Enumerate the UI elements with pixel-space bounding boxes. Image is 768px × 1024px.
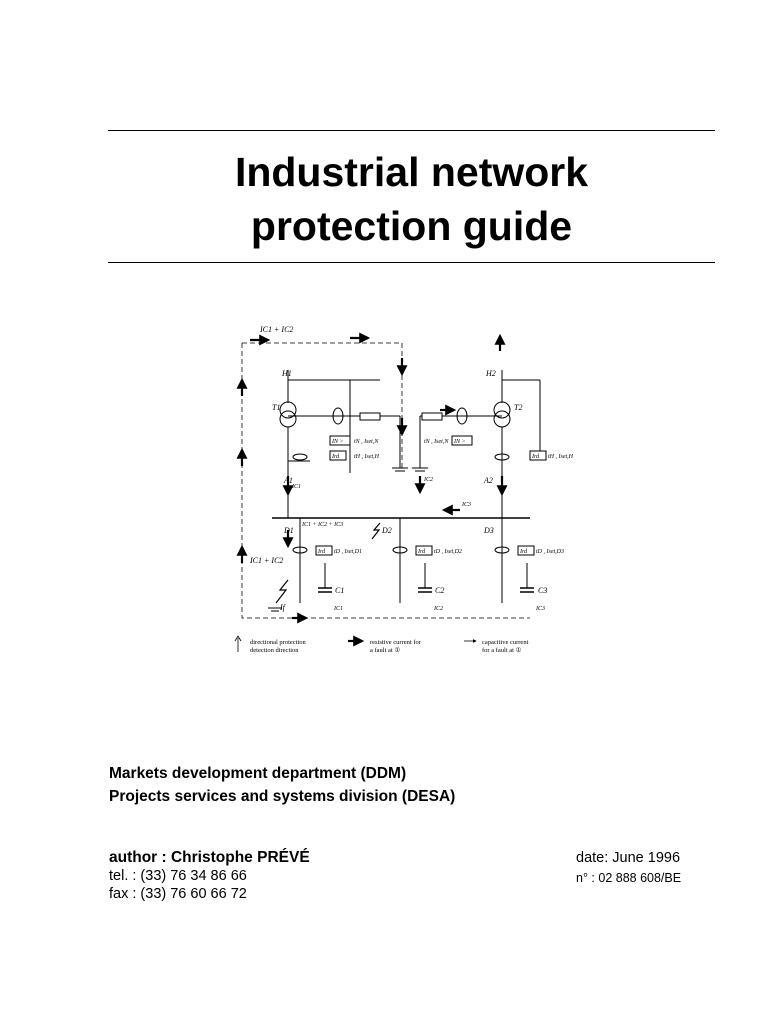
svg-text:Ird: Ird	[331, 454, 340, 460]
svg-text:tD , Iset,D1: tD , Iset,D1	[334, 549, 362, 555]
svg-text:tD , Iset,D2: tD , Iset,D2	[434, 549, 462, 555]
svg-text:for a fault at ①: for a fault at ①	[482, 646, 522, 654]
division-line: Projects services and systems division (…	[109, 788, 456, 805]
author-fax: fax : (33) 76 60 66 72	[109, 886, 247, 902]
svg-text:tN , Iset,N: tN , Iset,N	[424, 439, 449, 445]
protection-diagram: IC1 + IC2 IC1 + IC2 If IC1 + IC2 + IC3 H…	[234, 325, 574, 654]
bottom-rule	[108, 262, 715, 263]
relay-ird-2	[529, 450, 547, 461]
fault-current-label: If	[279, 603, 287, 612]
svg-text:IC1: IC1	[291, 484, 301, 490]
svg-text:a fault at ①: a fault at ①	[370, 646, 400, 654]
svg-text:tN , Iset,N: tN , Iset,N	[354, 439, 379, 445]
top-current-label: IC1 + IC2	[259, 325, 293, 334]
svg-text:T2: T2	[514, 403, 522, 412]
svg-text:capacitive current: capacitive current	[482, 639, 529, 646]
svg-text:A2: A2	[483, 476, 493, 485]
svg-text:resistive current for: resistive current for	[370, 639, 422, 646]
page-title-line-1: Industrial network	[234, 149, 589, 195]
svg-text:tD , Iset,D3: tD , Iset,D3	[536, 549, 564, 555]
document-reference: n° : 02 888 608/BE	[576, 871, 682, 885]
svg-text:IN >: IN >	[453, 439, 466, 445]
relay-ird-1	[329, 450, 347, 461]
svg-text:IC2: IC2	[423, 477, 433, 483]
svg-text:IC1: IC1	[333, 606, 343, 612]
svg-text:D1: D1	[283, 526, 294, 535]
svg-text:C3: C3	[538, 586, 547, 595]
relay-in-2	[451, 435, 473, 446]
svg-text:H1: H1	[281, 369, 292, 378]
relay-ird-d2	[415, 545, 433, 556]
svg-text:IN >: IN >	[331, 439, 344, 445]
svg-text:C2: C2	[435, 586, 444, 595]
svg-text:IC3: IC3	[461, 502, 471, 508]
document-date: date: June 1996	[576, 850, 681, 866]
relay-ird-d3	[517, 545, 535, 556]
svg-text:Ird: Ird	[531, 454, 540, 460]
svg-text:detection direction: detection direction	[250, 647, 299, 654]
diagram-legend: directional protection detection directi…	[234, 635, 529, 654]
svg-text:directional protection: directional protection	[250, 639, 307, 646]
svg-text:tH , Iset,H: tH , Iset,H	[354, 454, 380, 460]
svg-text:Ird: Ird	[317, 549, 326, 555]
svg-text:T1: T1	[272, 403, 280, 412]
svg-text:H2: H2	[485, 369, 496, 378]
svg-text:Ird: Ird	[519, 549, 528, 555]
svg-text:A1: A1	[283, 476, 293, 485]
author-tel: tel. : (33) 76 34 86 66	[109, 868, 247, 884]
svg-text:Ird: Ird	[417, 549, 426, 555]
left-current-label: IC1 + IC2	[249, 556, 283, 565]
department-line: Markets development department (DDM)	[109, 765, 407, 782]
svg-text:D2: D2	[381, 526, 392, 535]
author-name: author : Christophe PRÉVÉ	[109, 849, 310, 866]
page-title-line-2: protection guide	[250, 203, 573, 249]
top-rule	[108, 130, 715, 131]
svg-text:IC3: IC3	[535, 606, 545, 612]
svg-text:D3: D3	[483, 526, 494, 535]
busbar-sum-label: IC1 + IC2 + IC3	[301, 522, 343, 528]
svg-text:tH , Iset,H: tH , Iset,H	[548, 454, 574, 460]
svg-text:IC2: IC2	[433, 606, 443, 612]
relay-ird-d1	[315, 545, 333, 556]
svg-text:C1: C1	[335, 586, 344, 595]
